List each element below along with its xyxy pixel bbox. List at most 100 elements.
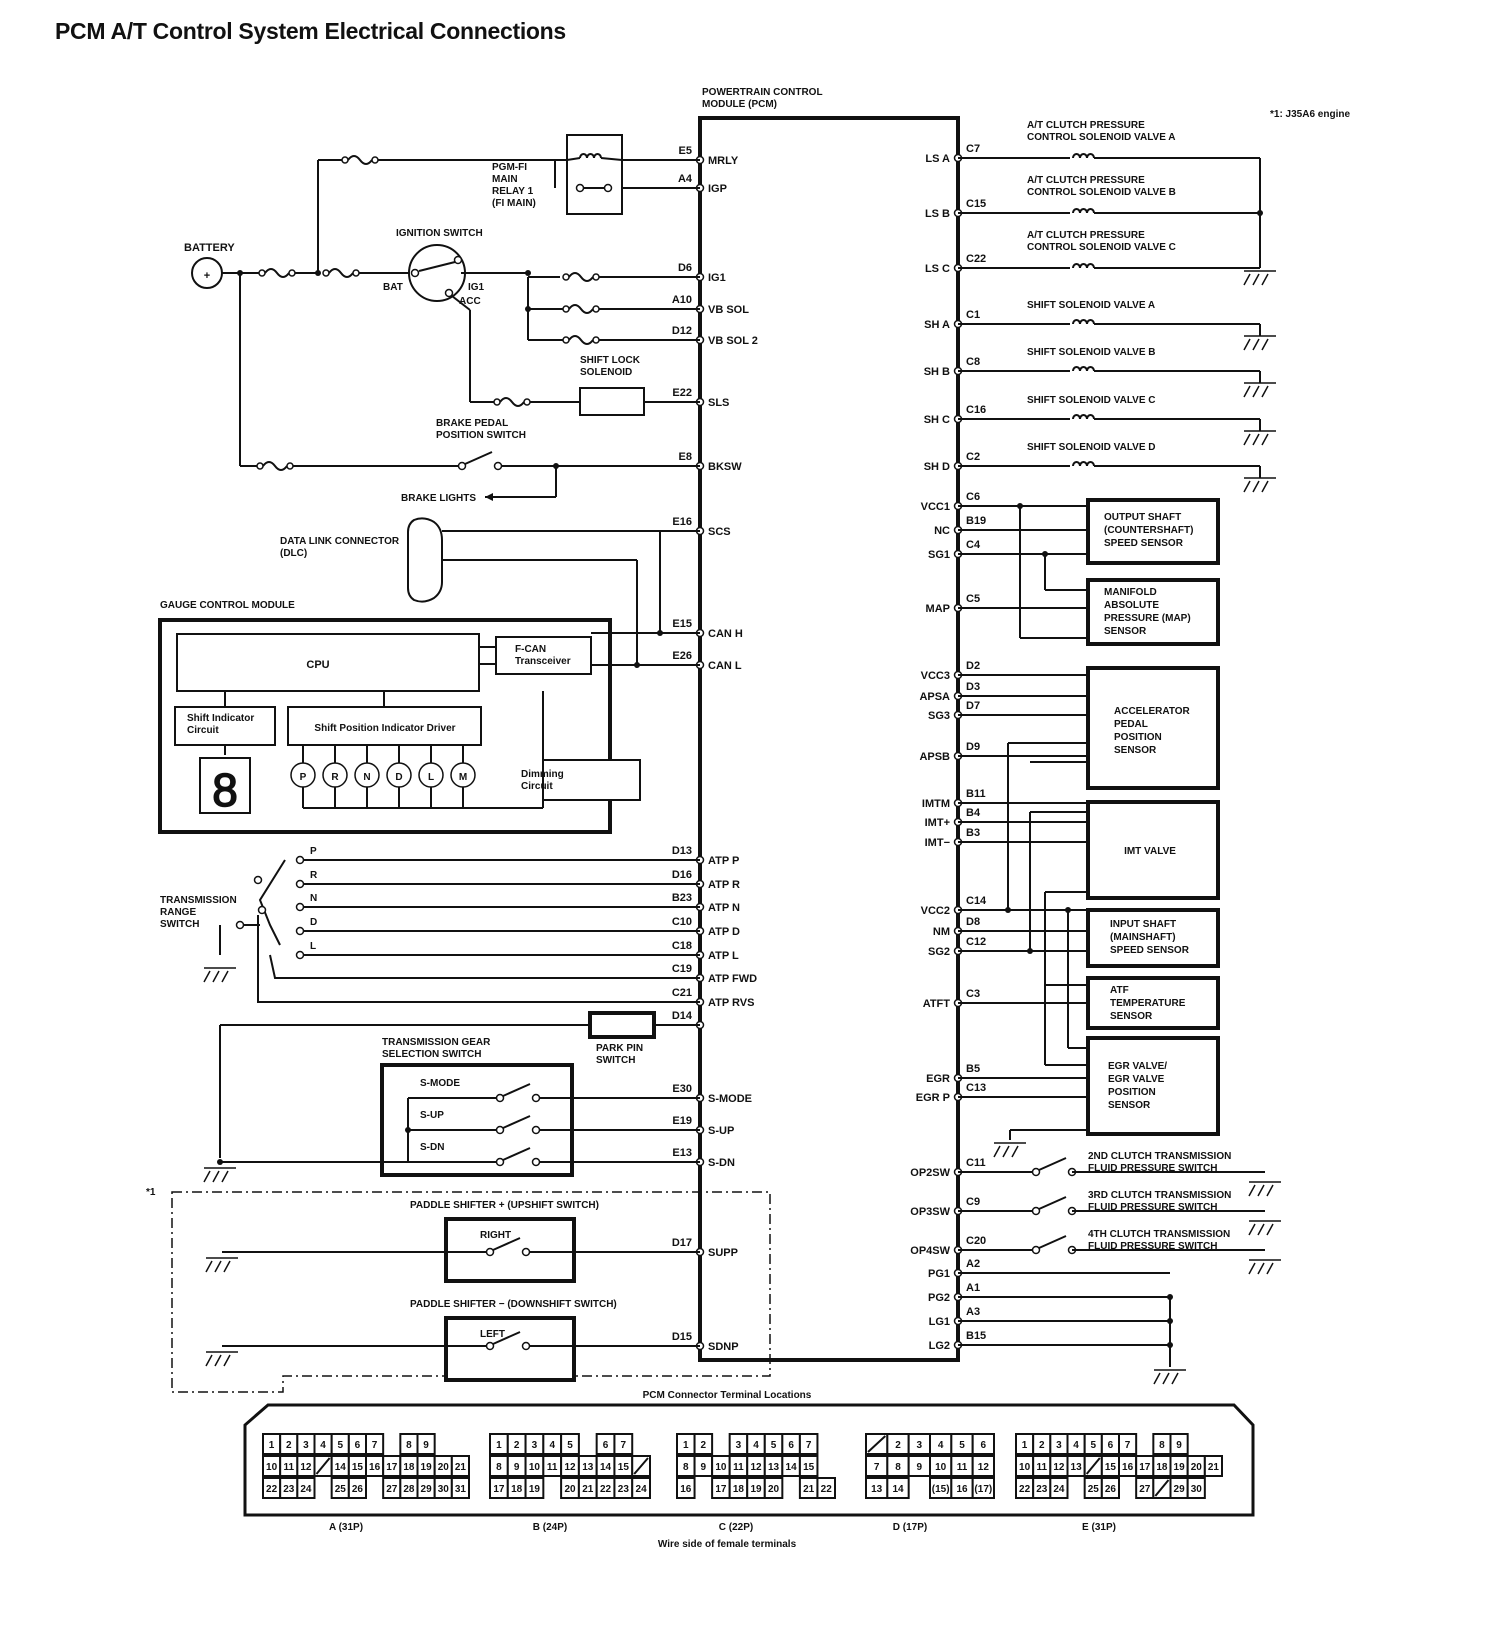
terminal bbox=[253, 875, 263, 885]
fuse-icon bbox=[341, 156, 349, 164]
connector-cell bbox=[676, 1477, 696, 1499]
paddle-left-contact bbox=[521, 1341, 531, 1351]
connector-cell bbox=[450, 1477, 471, 1499]
pin-number: E8 bbox=[679, 451, 692, 463]
pin-signal: APSB bbox=[919, 751, 950, 763]
connector-terminal-number: 9 bbox=[423, 1440, 429, 1451]
park-pin-label: SWITCH bbox=[596, 1055, 635, 1066]
connector-cell bbox=[971, 1433, 996, 1455]
main-relay-label: (FI MAIN) bbox=[492, 198, 536, 209]
connector-terminal-number: 13 bbox=[582, 1462, 594, 1473]
dlc-connector bbox=[407, 517, 443, 603]
paddle-left-contact bbox=[492, 1331, 521, 1345]
ignition-ig1-label: IG1 bbox=[468, 282, 485, 293]
pin-number: B4 bbox=[966, 807, 981, 819]
connector-terminal-number: 6 bbox=[981, 1440, 987, 1451]
connector-footer: Wire side of female terminals bbox=[658, 1539, 797, 1550]
pin-signal: SDNP bbox=[708, 1341, 739, 1353]
ground-icon bbox=[221, 970, 229, 983]
shift-position-label: Shift Position Indicator Driver bbox=[314, 723, 455, 734]
solenoid-label: CONTROL SOLENOID VALVE C bbox=[1027, 242, 1176, 253]
paddle-left-contact bbox=[485, 1341, 495, 1351]
output-shaft-label: (COUNTERSHAFT) bbox=[1104, 525, 1193, 536]
main-relay-label: RELAY 1 bbox=[492, 186, 534, 197]
pin-signal: BKSW bbox=[708, 461, 742, 473]
range-contact bbox=[295, 855, 305, 865]
range-contact bbox=[295, 950, 305, 960]
output-shaft-label: OUTPUT SHAFT bbox=[1104, 512, 1181, 523]
atf-label: ATF bbox=[1110, 985, 1129, 996]
connector-terminal-number: 17 bbox=[386, 1462, 398, 1473]
connector-terminal-number: 18 bbox=[403, 1462, 415, 1473]
connector-terminal-number: 6 bbox=[788, 1440, 794, 1451]
brake-pedal-switch bbox=[464, 451, 493, 465]
fuse-icon bbox=[499, 397, 525, 407]
pin-number: A10 bbox=[672, 294, 692, 306]
connector-terminal-number: 20 bbox=[1191, 1462, 1203, 1473]
coil-icon bbox=[1072, 414, 1081, 420]
fuse-icon bbox=[286, 462, 294, 470]
dimming-label: Circuit bbox=[521, 781, 553, 792]
wire bbox=[600, 157, 623, 161]
ground-icon bbox=[1266, 1262, 1274, 1275]
pin-signal: SG3 bbox=[928, 710, 950, 722]
park-pin-switch bbox=[588, 1011, 656, 1039]
pin-signal: LG1 bbox=[929, 1316, 950, 1328]
trs-label: RANGE bbox=[160, 907, 196, 918]
connector-cell bbox=[971, 1455, 996, 1477]
junction-dot bbox=[634, 662, 640, 668]
gear-item-label: S-MODE bbox=[420, 1078, 460, 1089]
fcan-label: Transceiver bbox=[515, 656, 571, 667]
pin-number: C12 bbox=[966, 936, 986, 948]
pin-signal: SH B bbox=[924, 366, 950, 378]
fuse-icon bbox=[493, 398, 501, 406]
range-position-label: N bbox=[310, 893, 317, 904]
ground-icon bbox=[223, 1354, 231, 1367]
wire bbox=[257, 915, 700, 1003]
connector-terminal-number: 3 bbox=[303, 1440, 309, 1451]
connector-terminal-number: 24 bbox=[300, 1484, 312, 1495]
pressure-switch-label: 2ND CLUTCH TRANSMISSION bbox=[1088, 1151, 1231, 1162]
connector-terminal-number: 6 bbox=[603, 1440, 609, 1451]
fuse-icon bbox=[258, 269, 266, 277]
connector-cell bbox=[365, 1433, 385, 1455]
pin-number: B15 bbox=[966, 1330, 986, 1342]
ground-icon bbox=[1248, 1262, 1256, 1275]
ground-icon bbox=[212, 970, 220, 983]
connector-terminal-number: 23 bbox=[1036, 1484, 1048, 1495]
egr-label: POSITION bbox=[1108, 1087, 1156, 1098]
pin-signal: VCC2 bbox=[921, 905, 950, 917]
solenoid-label: A/T CLUTCH PRESSURE bbox=[1027, 120, 1145, 131]
connector-terminal-number: 26 bbox=[352, 1484, 364, 1495]
trs-label: TRANSMISSION bbox=[160, 895, 237, 906]
connector-terminal-number: 14 bbox=[335, 1462, 347, 1473]
pin-signal: SG1 bbox=[928, 549, 950, 561]
connector-label: C (22P) bbox=[719, 1522, 753, 1533]
battery-icon: + bbox=[204, 270, 210, 282]
connector-terminal-number: 15 bbox=[803, 1462, 815, 1473]
connector-cell bbox=[816, 1477, 837, 1499]
connector-cell bbox=[296, 1477, 316, 1499]
connector-terminal-number: 11 bbox=[1036, 1462, 1047, 1473]
pin-signal: IMT+ bbox=[925, 817, 950, 829]
connector-terminal-number: 2 bbox=[514, 1440, 520, 1451]
pressure-switch bbox=[1038, 1235, 1067, 1249]
pin-number: E16 bbox=[672, 516, 692, 528]
dimming-label: Dimming bbox=[521, 769, 564, 780]
connector-cell bbox=[867, 1435, 887, 1453]
pin-number: C8 bbox=[966, 356, 980, 368]
coil-icon bbox=[1079, 319, 1088, 325]
paddle-right-switch bbox=[444, 1217, 576, 1283]
map-label: PRESSURE (MAP) bbox=[1104, 613, 1191, 624]
map-label: SENSOR bbox=[1104, 626, 1147, 637]
connector-terminal-number: 17 bbox=[493, 1484, 505, 1495]
ground-icon bbox=[1162, 1372, 1170, 1385]
range-contact bbox=[295, 926, 305, 936]
connector-terminal-number: 14 bbox=[786, 1462, 798, 1473]
pin-number: C2 bbox=[966, 451, 980, 463]
pin-number: D3 bbox=[966, 681, 980, 693]
pressure-switch-label: 3RD CLUTCH TRANSMISSION bbox=[1088, 1190, 1231, 1201]
pin-signal: LS B bbox=[925, 208, 950, 220]
coil-icon bbox=[1086, 208, 1095, 214]
connector-terminal-number: 21 bbox=[582, 1484, 594, 1495]
